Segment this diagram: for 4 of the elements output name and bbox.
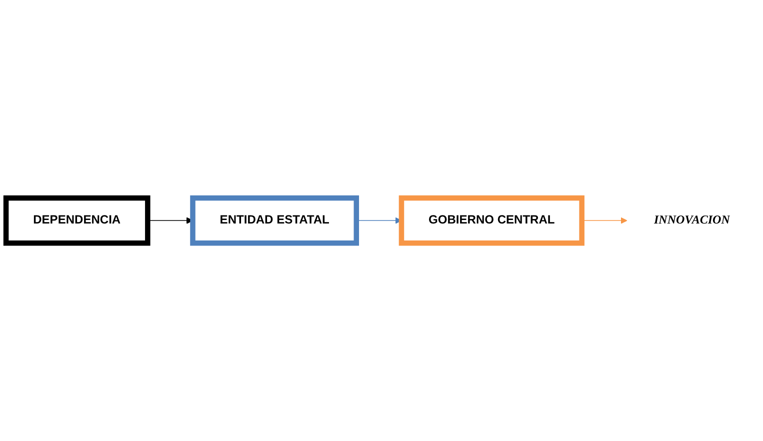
node-box — [398, 195, 584, 246]
node-box — [3, 195, 150, 246]
node-box — [190, 195, 360, 246]
node-text: INNOVACION — [654, 214, 730, 227]
